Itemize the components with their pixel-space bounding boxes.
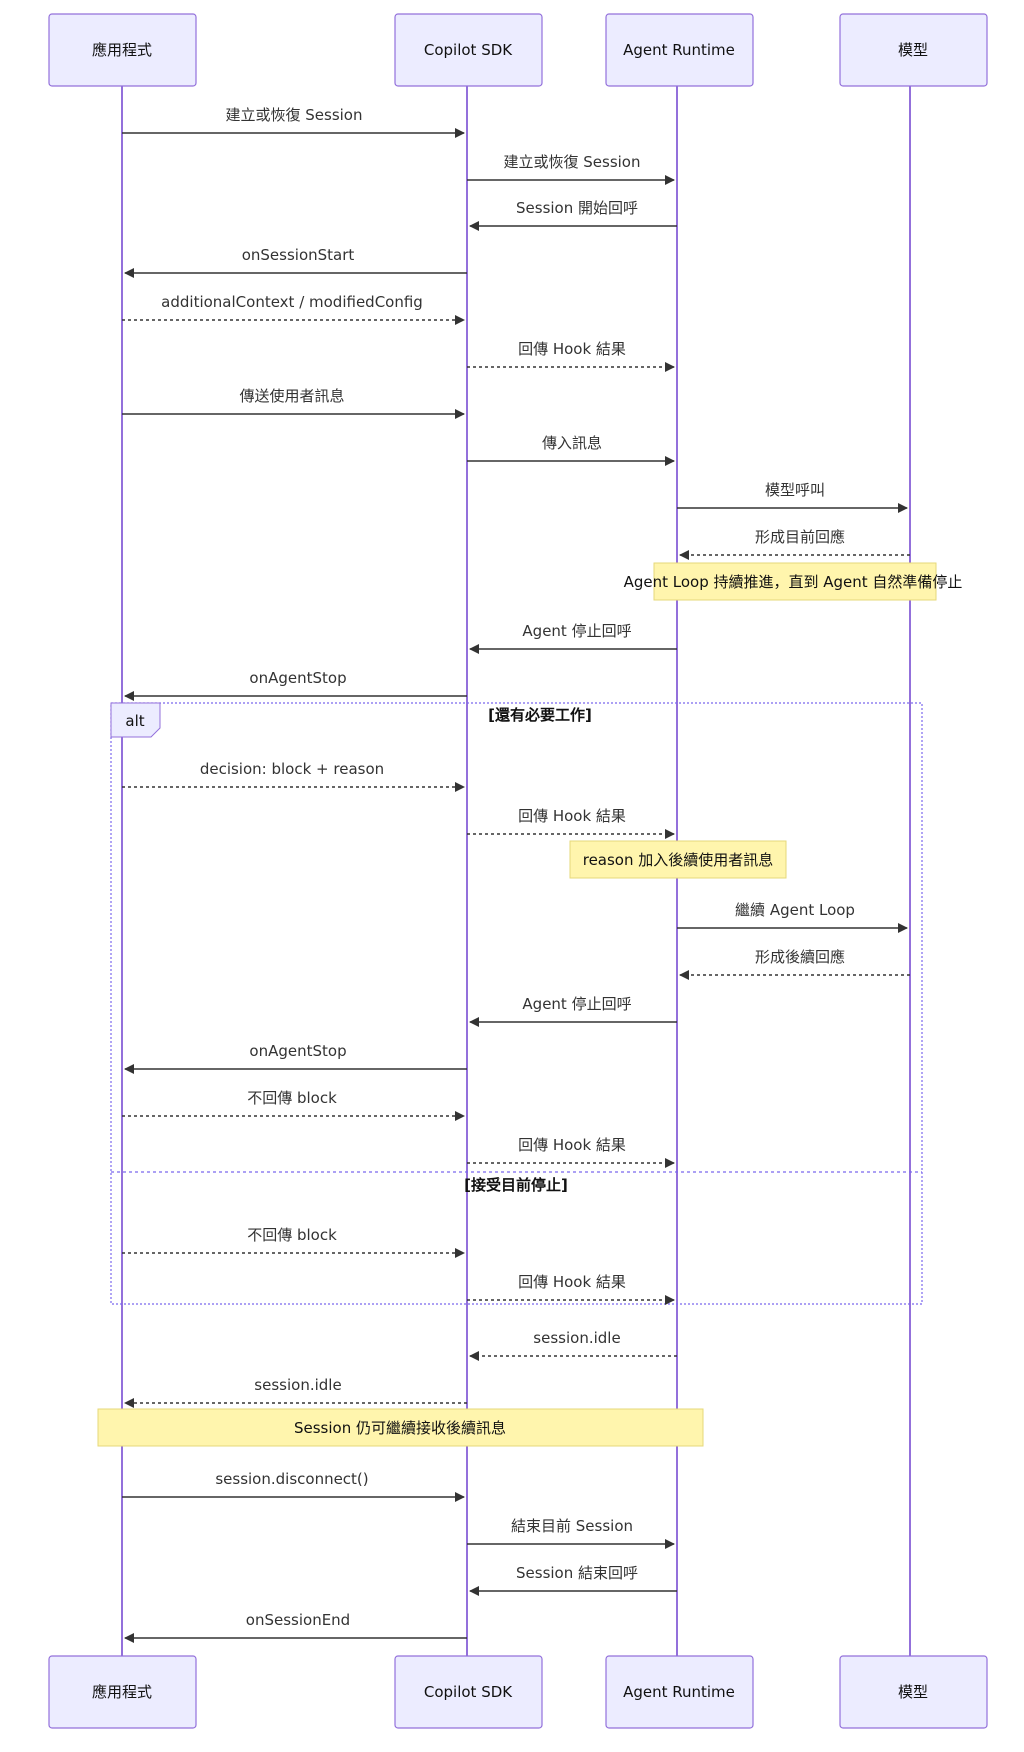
- message-label: 形成後續回應: [755, 948, 845, 966]
- message-19: 不回傳 block: [122, 1089, 465, 1121]
- message-23: session.idle: [469, 1329, 677, 1361]
- actor-label: 模型: [898, 41, 928, 59]
- message-13: decision: block + reason: [122, 760, 465, 792]
- message-label: 結束目前 Session: [511, 1517, 633, 1535]
- actor-runtime-top: Agent Runtime: [605, 13, 754, 87]
- message-label: 回傳 Hook 結果: [518, 340, 626, 358]
- message-28: onSessionEnd: [124, 1611, 467, 1643]
- alt-frame: alt [還有必要工作] [接受目前停止]: [110, 702, 923, 1305]
- message-16: 形成後續回應: [679, 948, 910, 980]
- message-label: session.idle: [254, 1376, 341, 1394]
- alt-box: [110, 702, 923, 1305]
- actor-sdk-bottom: Copilot SDK: [394, 1655, 543, 1729]
- message-label: onSessionStart: [242, 246, 355, 264]
- message-8: 傳入訊息: [467, 434, 675, 466]
- message-label: 模型呼叫: [765, 481, 825, 499]
- actor-label: 模型: [898, 1683, 928, 1701]
- message-1: 建立或恢復 Session: [122, 106, 465, 138]
- message-label: Agent 停止回呼: [522, 622, 631, 640]
- note-reason: reason 加入後續使用者訊息: [569, 840, 787, 879]
- message-5: additionalContext / modifiedConfig: [122, 293, 465, 325]
- message-label: Session 開始回呼: [516, 199, 638, 217]
- message-3: Session 開始回呼: [469, 199, 677, 231]
- message-label: 建立或恢復 Session: [503, 153, 640, 171]
- alt-tab: [110, 702, 161, 738]
- message-label: decision: block + reason: [200, 760, 384, 778]
- message-24: session.idle: [124, 1376, 467, 1408]
- actor-label: Copilot SDK: [424, 41, 513, 59]
- message-20: 回傳 Hook 結果: [467, 1136, 675, 1168]
- message-21: 不回傳 block: [122, 1226, 465, 1258]
- alt-label: alt: [125, 712, 144, 730]
- message-11: Agent 停止回呼: [469, 622, 677, 654]
- message-22: 回傳 Hook 結果: [467, 1273, 675, 1305]
- note-agent-loop: Agent Loop 持續推進，直到 Agent 自然準備停止: [624, 562, 963, 601]
- message-label: onSessionEnd: [246, 1611, 350, 1629]
- message-27: Session 結束回呼: [469, 1564, 677, 1596]
- actor-runtime-bottom: Agent Runtime: [605, 1655, 754, 1729]
- message-7: 傳送使用者訊息: [122, 387, 465, 419]
- message-15: 繼續 Agent Loop: [677, 901, 908, 933]
- message-label: onAgentStop: [249, 1042, 346, 1060]
- message-label: onAgentStop: [249, 669, 346, 687]
- note-reason-text: reason 加入後續使用者訊息: [583, 851, 774, 869]
- alt-condition-2: [接受目前停止]: [464, 1176, 568, 1194]
- message-label: Session 結束回呼: [516, 1564, 638, 1582]
- message-label: session.disconnect(): [215, 1470, 368, 1488]
- actor-label: Agent Runtime: [623, 1683, 735, 1701]
- message-label: session.idle: [533, 1329, 620, 1347]
- note-session-continue: Session 仍可繼續接收後續訊息: [97, 1408, 704, 1447]
- note-agent-loop-text: Agent Loop 持續推進，直到 Agent 自然準備停止: [624, 573, 963, 591]
- note-session-continue-text: Session 仍可繼續接收後續訊息: [294, 1419, 506, 1437]
- alt-condition-1: [還有必要工作]: [488, 706, 592, 724]
- message-label: 回傳 Hook 結果: [518, 807, 626, 825]
- message-26: 結束目前 Session: [467, 1517, 675, 1549]
- message-label: 建立或恢復 Session: [225, 106, 362, 124]
- actor-model-bottom: 模型: [839, 1655, 988, 1729]
- message-label: 形成目前回應: [755, 528, 845, 546]
- actor-label: Copilot SDK: [424, 1683, 513, 1701]
- message-25: session.disconnect(): [122, 1470, 465, 1502]
- message-4: onSessionStart: [124, 246, 467, 278]
- message-label: additionalContext / modifiedConfig: [161, 293, 423, 311]
- actor-label: 應用程式: [92, 1683, 152, 1701]
- message-18: onAgentStop: [124, 1042, 467, 1074]
- message-label: 不回傳 block: [247, 1089, 337, 1107]
- message-2: 建立或恢復 Session: [467, 153, 675, 185]
- message-label: 傳送使用者訊息: [239, 387, 344, 405]
- message-label: 回傳 Hook 結果: [518, 1136, 626, 1154]
- actor-app-top: 應用程式: [48, 13, 197, 87]
- message-label: 傳入訊息: [542, 434, 602, 452]
- actor-sdk-top: Copilot SDK: [394, 13, 543, 87]
- message-label: 不回傳 block: [247, 1226, 337, 1244]
- message-17: Agent 停止回呼: [469, 995, 677, 1027]
- message-label: 繼續 Agent Loop: [735, 901, 855, 919]
- message-14: 回傳 Hook 結果: [467, 807, 675, 839]
- actor-label: 應用程式: [92, 41, 152, 59]
- actor-label: Agent Runtime: [623, 41, 735, 59]
- actor-model-top: 模型: [839, 13, 988, 87]
- message-label: Agent 停止回呼: [522, 995, 631, 1013]
- message-6: 回傳 Hook 結果: [467, 340, 675, 372]
- message-9: 模型呼叫: [677, 481, 908, 513]
- message-12: onAgentStop: [124, 669, 467, 701]
- message-10: 形成目前回應: [679, 528, 910, 560]
- actor-app-bottom: 應用程式: [48, 1655, 197, 1729]
- message-label: 回傳 Hook 結果: [518, 1273, 626, 1291]
